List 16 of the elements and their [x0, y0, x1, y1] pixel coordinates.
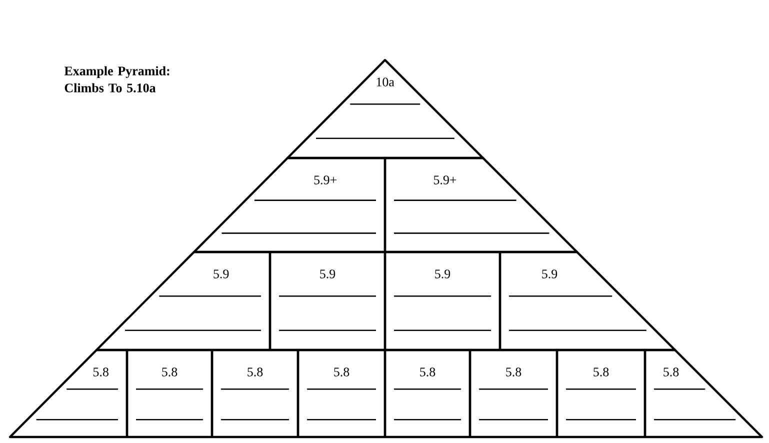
- pyramid-cell: 5.8: [296, 348, 386, 438]
- title: Example Pyramid: Climbs To 5.10a: [64, 66, 170, 92]
- pyramid-cell: 5.9: [95, 250, 272, 352]
- pyramid-cell: 5.8: [384, 348, 472, 438]
- pyramid-cell: 5.8: [8, 348, 128, 438]
- pyramid-cell: 5.9+: [192, 156, 386, 254]
- pyramid-cell: 5.8: [644, 348, 764, 438]
- pyramid-cell: 5.8: [210, 348, 300, 438]
- pyramid-cell: 5.8: [556, 348, 646, 438]
- pyramid-cell: 5.9: [498, 250, 676, 352]
- pyramid-cell: 5.9: [384, 250, 502, 352]
- pyramid-cell: 5.9: [268, 250, 386, 352]
- pyramid-cell: 5.8: [468, 348, 558, 438]
- pyramid-cell: 10a: [286, 58, 484, 160]
- pyramid-cell: 5.9+: [384, 156, 578, 254]
- pyramid-cell: 5.8: [126, 348, 214, 438]
